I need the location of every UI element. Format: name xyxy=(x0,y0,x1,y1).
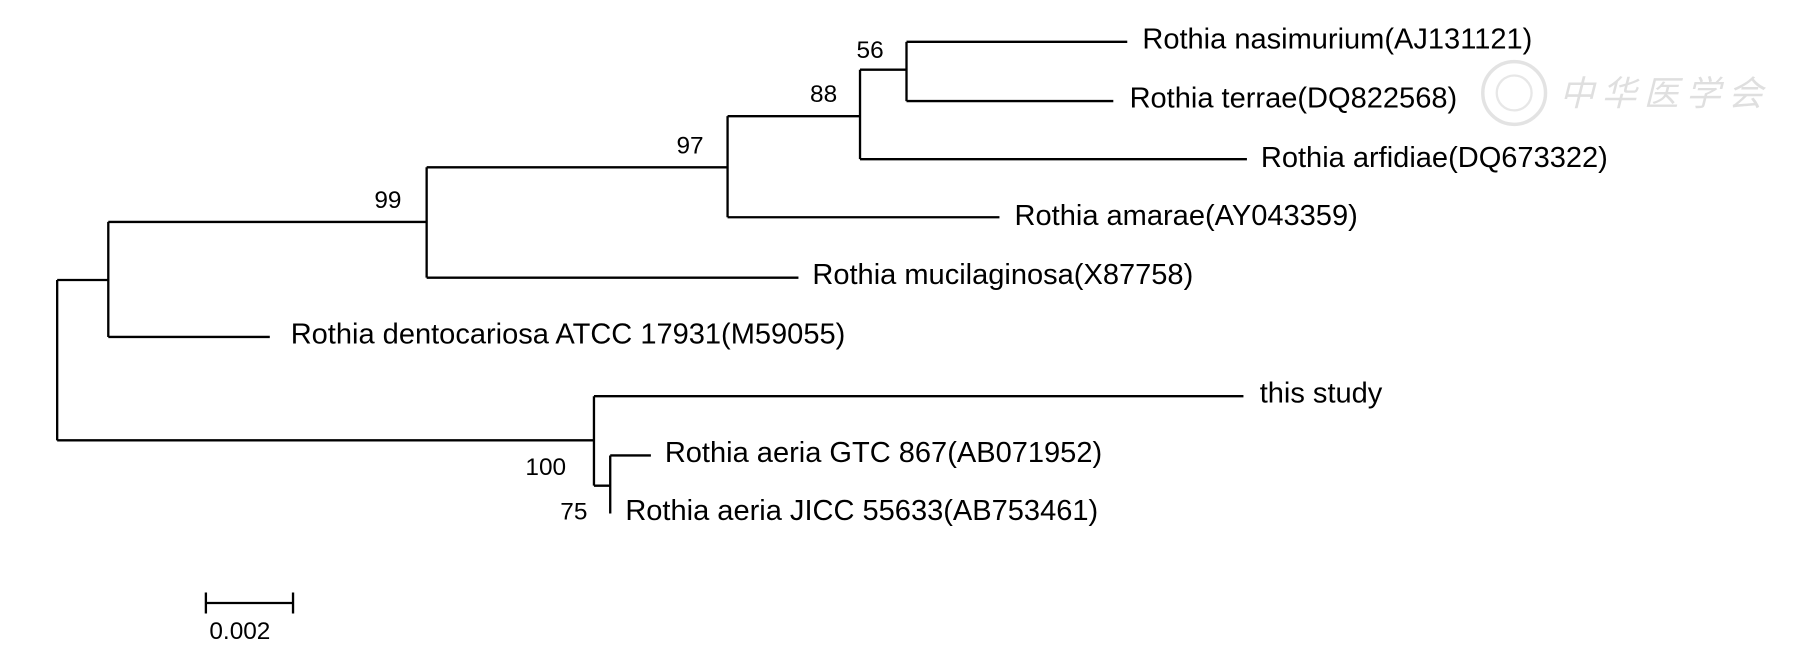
taxon-label: Rothia mucilaginosa(X87758) xyxy=(812,259,1193,291)
taxon-label: Rothia aeria JICC 55633(AB753461) xyxy=(625,495,1098,527)
scale-bar-line xyxy=(204,592,295,614)
taxon-label: Rothia terrae(DQ822568) xyxy=(1130,83,1458,115)
bootstrap-value: 99 xyxy=(374,187,401,214)
watermark-seal-inner xyxy=(1495,74,1533,112)
tree-branches xyxy=(56,40,1247,514)
branch-clade-f xyxy=(57,396,596,486)
bootstrap-value: 97 xyxy=(676,132,703,159)
bootstrap-value: 56 xyxy=(857,37,884,64)
bootstrap-values: 56 88 97 99 100 75 xyxy=(374,37,883,525)
bootstrap-value: 100 xyxy=(525,454,566,481)
taxon-label: Rothia amarae(AY043359) xyxy=(1015,200,1358,232)
taxon-label: Rothia arfidiae(DQ673322) xyxy=(1261,142,1608,174)
branch-clade-g xyxy=(593,455,612,514)
branch-clade-a xyxy=(57,221,110,337)
taxon-label: Rothia dentocariosa ATCC 17931(M59055) xyxy=(291,318,846,350)
taxon-label: this study xyxy=(1260,378,1383,410)
watermark-seal-icon xyxy=(1481,59,1548,127)
watermark: 中华医学会 xyxy=(1481,59,1766,127)
bootstrap-value: 75 xyxy=(560,498,587,525)
watermark-text: 中华医学会 xyxy=(1559,75,1765,115)
taxon-label: Rothia aeria GTC 867(AB071952) xyxy=(665,437,1102,469)
bootstrap-value: 88 xyxy=(810,81,837,108)
taxon-labels: Rothia nasimurium(AJ131121) Rothia terra… xyxy=(291,23,1608,527)
branch-clade-b xyxy=(108,167,428,278)
branch-clade-d xyxy=(727,69,862,160)
scale-bar: 0.002 xyxy=(204,592,295,645)
scale-bar-label: 0.002 xyxy=(209,618,270,645)
branch-clade-e xyxy=(860,41,908,102)
taxon-label: Rothia nasimurium(AJ131121) xyxy=(1142,23,1532,55)
branch-clade-c xyxy=(426,116,729,218)
